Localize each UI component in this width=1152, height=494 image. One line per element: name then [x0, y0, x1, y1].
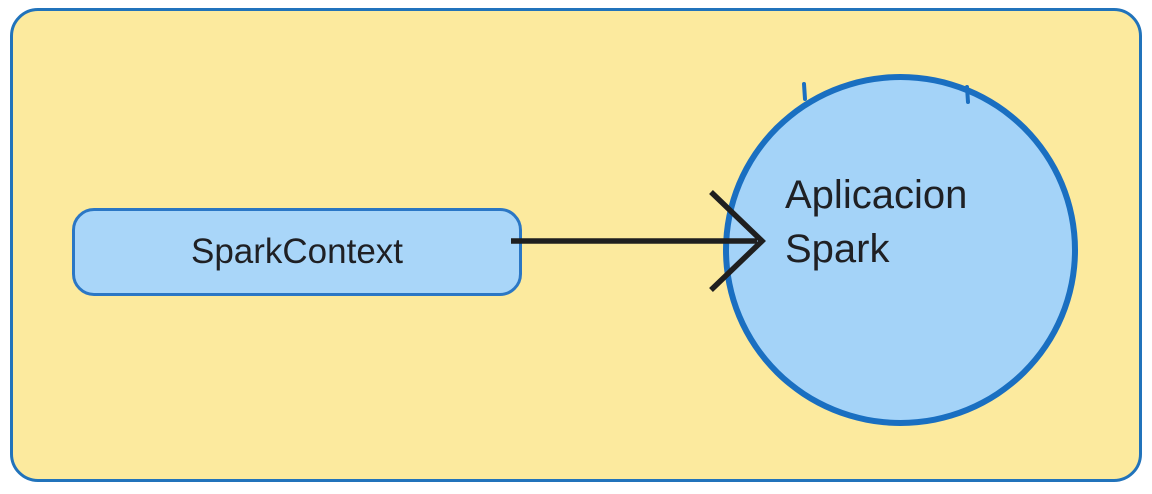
- node-spark-context-label: SparkContext: [190, 232, 404, 271]
- node-aplicacion-spark-label: Aplicacion Spark: [785, 168, 967, 276]
- circle-label-line1: Aplicacion: [785, 173, 968, 217]
- node-spark-context: SparkContext: [72, 208, 522, 296]
- circle-label-line2: Spark: [785, 227, 890, 271]
- diagram-canvas: SparkContext: [10, 8, 1142, 482]
- node-aplicacion-spark: [723, 74, 1078, 426]
